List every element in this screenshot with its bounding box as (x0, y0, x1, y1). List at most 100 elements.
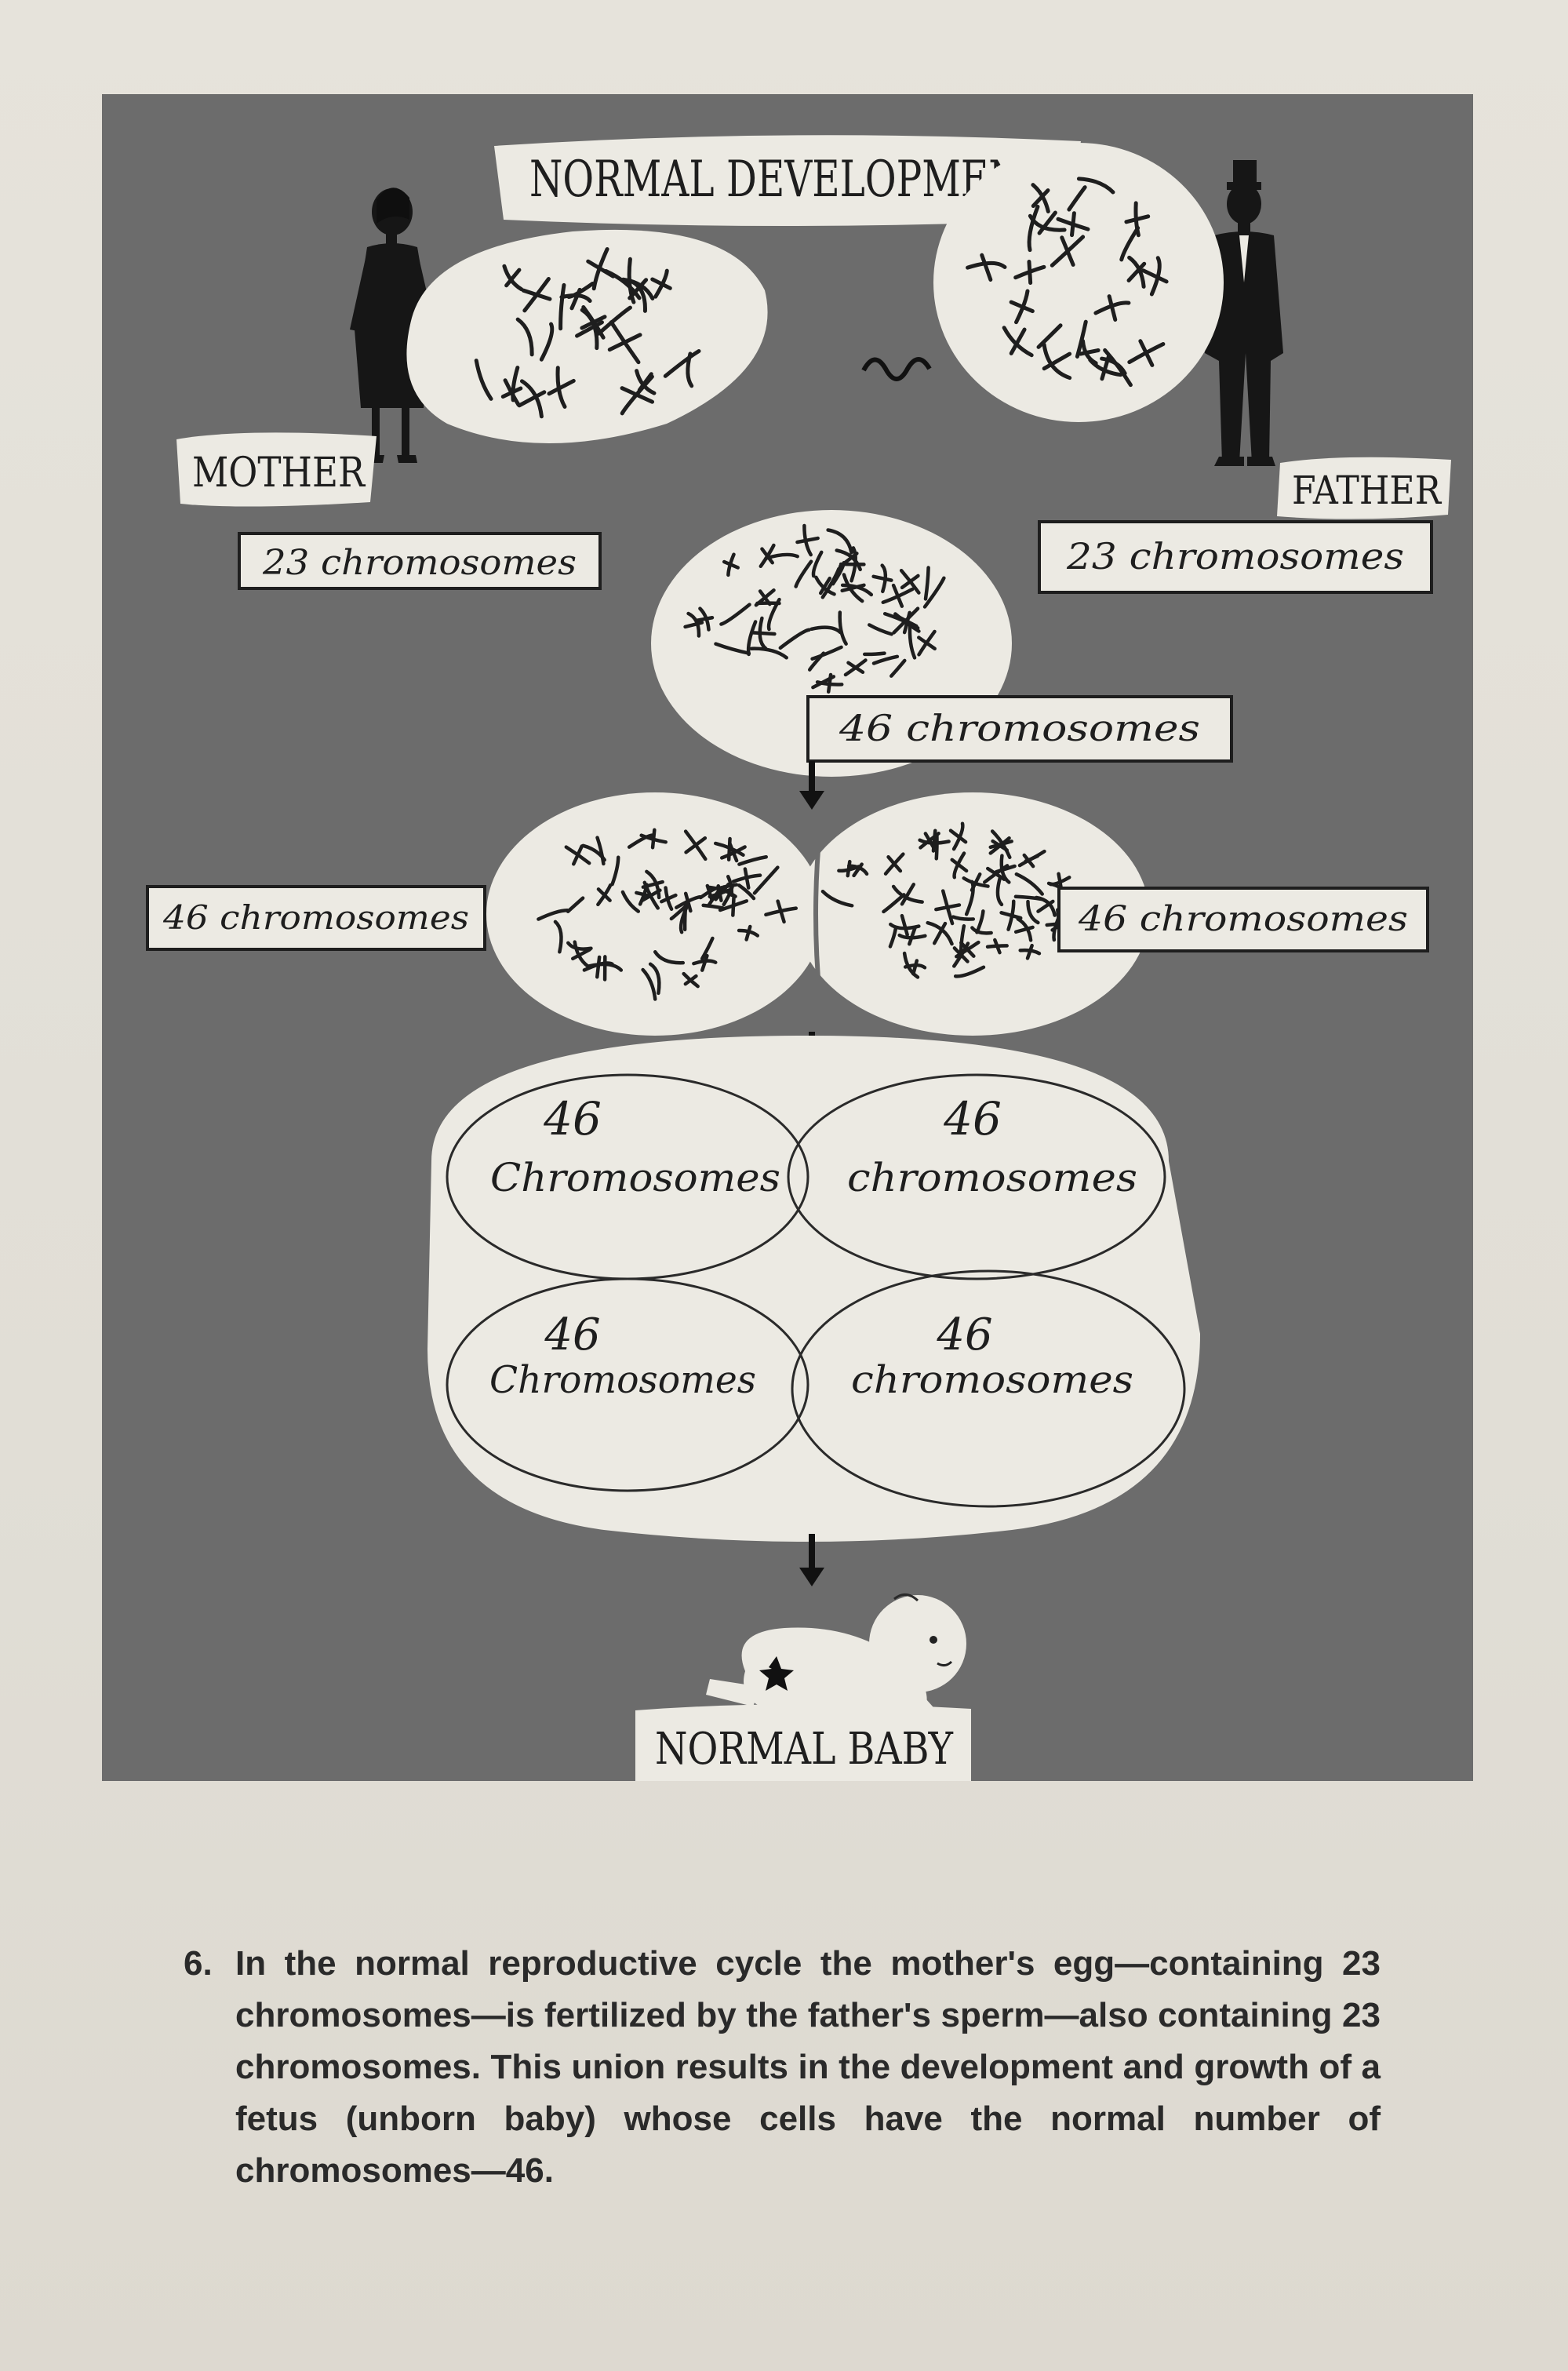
chromosome-mark (1027, 204, 1040, 253)
chromosome-mark (701, 903, 725, 910)
chromosome-mark (686, 611, 701, 638)
chromosome-mark (880, 563, 888, 594)
chromosome-mark (746, 620, 758, 657)
chromosome-mark (515, 317, 534, 357)
title-text: NORMAL DEVELOPMENT (529, 151, 1047, 209)
chromosome-mark (1149, 256, 1162, 297)
chromosome-mark (868, 623, 893, 636)
chromosome-mark (1067, 185, 1087, 212)
cell-2-number: 46 (943, 1092, 1002, 1145)
chromosome-mark (1107, 294, 1118, 322)
chromosome-mark (719, 603, 751, 626)
chromosome-mark (831, 561, 846, 586)
chromosome-mark (1042, 351, 1072, 371)
chromosome-mark (650, 828, 657, 850)
title-banner: NORMAL DEVELOPMENT (494, 135, 1081, 226)
chromosome-mark (970, 872, 982, 892)
chromosome-mark (908, 925, 918, 946)
chromosome-mark (891, 583, 904, 608)
chromosome-mark (988, 840, 1013, 850)
caption-number: 6. (184, 1944, 213, 1983)
chromosome-mark (811, 550, 824, 578)
chromosome-mark (1013, 894, 1044, 901)
arrow-zygote-to-two-cells (799, 761, 824, 810)
father-sperm-cell (861, 143, 1224, 422)
chromosome-mark (886, 855, 903, 873)
chromosome-mark (883, 852, 905, 876)
chromosome-mark (820, 566, 841, 599)
chromosome-mark (547, 378, 576, 396)
chromosome-mark (737, 854, 769, 866)
chromosome-mark (778, 628, 811, 650)
father-figure (1205, 160, 1283, 466)
chromosome-mark (918, 838, 951, 845)
chromosome-mark (1048, 876, 1071, 887)
chromosome-mark (1124, 214, 1151, 224)
chromosome-mark (749, 646, 788, 660)
chromosome-mark (818, 576, 831, 595)
chromosome-mark (931, 829, 937, 853)
chromosome-mark (890, 658, 907, 678)
chromosome-mark (553, 920, 563, 954)
chromosome-mark (628, 278, 649, 300)
chromosome-mark (675, 894, 702, 909)
chromosome-mark (959, 923, 966, 954)
chromosome-mark (1060, 235, 1075, 267)
father-label: FATHER (1277, 457, 1451, 519)
mother-chromosomes (474, 247, 701, 419)
chromosome-mark (994, 864, 1017, 874)
chromosome-mark (504, 268, 522, 288)
chromosome-mark (838, 610, 848, 646)
zygote-count-text: 46 chromosomes (839, 707, 1200, 749)
chromosome-mark (645, 869, 661, 900)
chromosome-mark (683, 974, 698, 986)
chromosome-mark (607, 333, 642, 352)
zygote-chromosomes (683, 523, 946, 694)
chromosome-mark (1141, 268, 1169, 284)
chromosome-mark (1009, 327, 1027, 355)
chromosome-mark (653, 950, 686, 965)
chromosome-mark (948, 829, 968, 844)
right-cell-count-text: 46 chromosomes (1078, 899, 1408, 939)
chromosome-mark (966, 260, 1007, 270)
chromosome-mark (980, 253, 993, 282)
chromosome-mark (1093, 300, 1131, 315)
cell-4-number: 46 (936, 1309, 992, 1360)
chromosome-mark (610, 855, 620, 887)
chromosome-mark (1036, 899, 1055, 913)
chromosome-mark (993, 938, 1002, 955)
chromosome-mark (1036, 323, 1063, 349)
chromosome-mark (1126, 261, 1147, 282)
chromosome-mark (999, 854, 1011, 884)
caption-text: In the normal reproductive cycle the mot… (235, 1944, 1381, 2190)
chromosome-mark (722, 883, 739, 889)
cell-1-word: Chromosomes (490, 1155, 780, 1200)
chromosome-mark (595, 955, 602, 979)
chromosome-mark (900, 883, 916, 906)
chromosome-mark (811, 675, 836, 690)
chromosome-mark (539, 322, 555, 362)
chromosome-mark (1022, 853, 1035, 869)
mother-label: MOTHER (176, 432, 377, 507)
two-cell-stage: 46 chromosomes 46 chromosomes (146, 792, 1429, 1036)
cell-2-word: chromosomes (847, 1155, 1137, 1200)
chromosome-mark (595, 836, 606, 866)
chromosome-mark (902, 951, 920, 979)
chromosome-mark (809, 625, 842, 635)
chromosome-mark (1009, 300, 1035, 314)
chromosome-mark (511, 366, 520, 402)
chromosome-mark (571, 844, 584, 866)
chromosome-mark (759, 543, 776, 569)
chromosome-mark (1026, 899, 1040, 925)
chromosome-mark (663, 349, 701, 378)
chromosome-mark (660, 893, 678, 904)
chromosome-mark (923, 566, 930, 601)
chromosome-mark (970, 926, 993, 935)
chromosome-mark (581, 843, 606, 862)
chromosome-mark (1031, 188, 1050, 208)
right-cell-chromosomes (820, 821, 1074, 979)
father-chromosomes (966, 177, 1169, 388)
chromosome-mark (1037, 210, 1057, 235)
father-count-box: 23 chromosomes (1038, 520, 1433, 594)
chromosome-mark (820, 889, 854, 908)
